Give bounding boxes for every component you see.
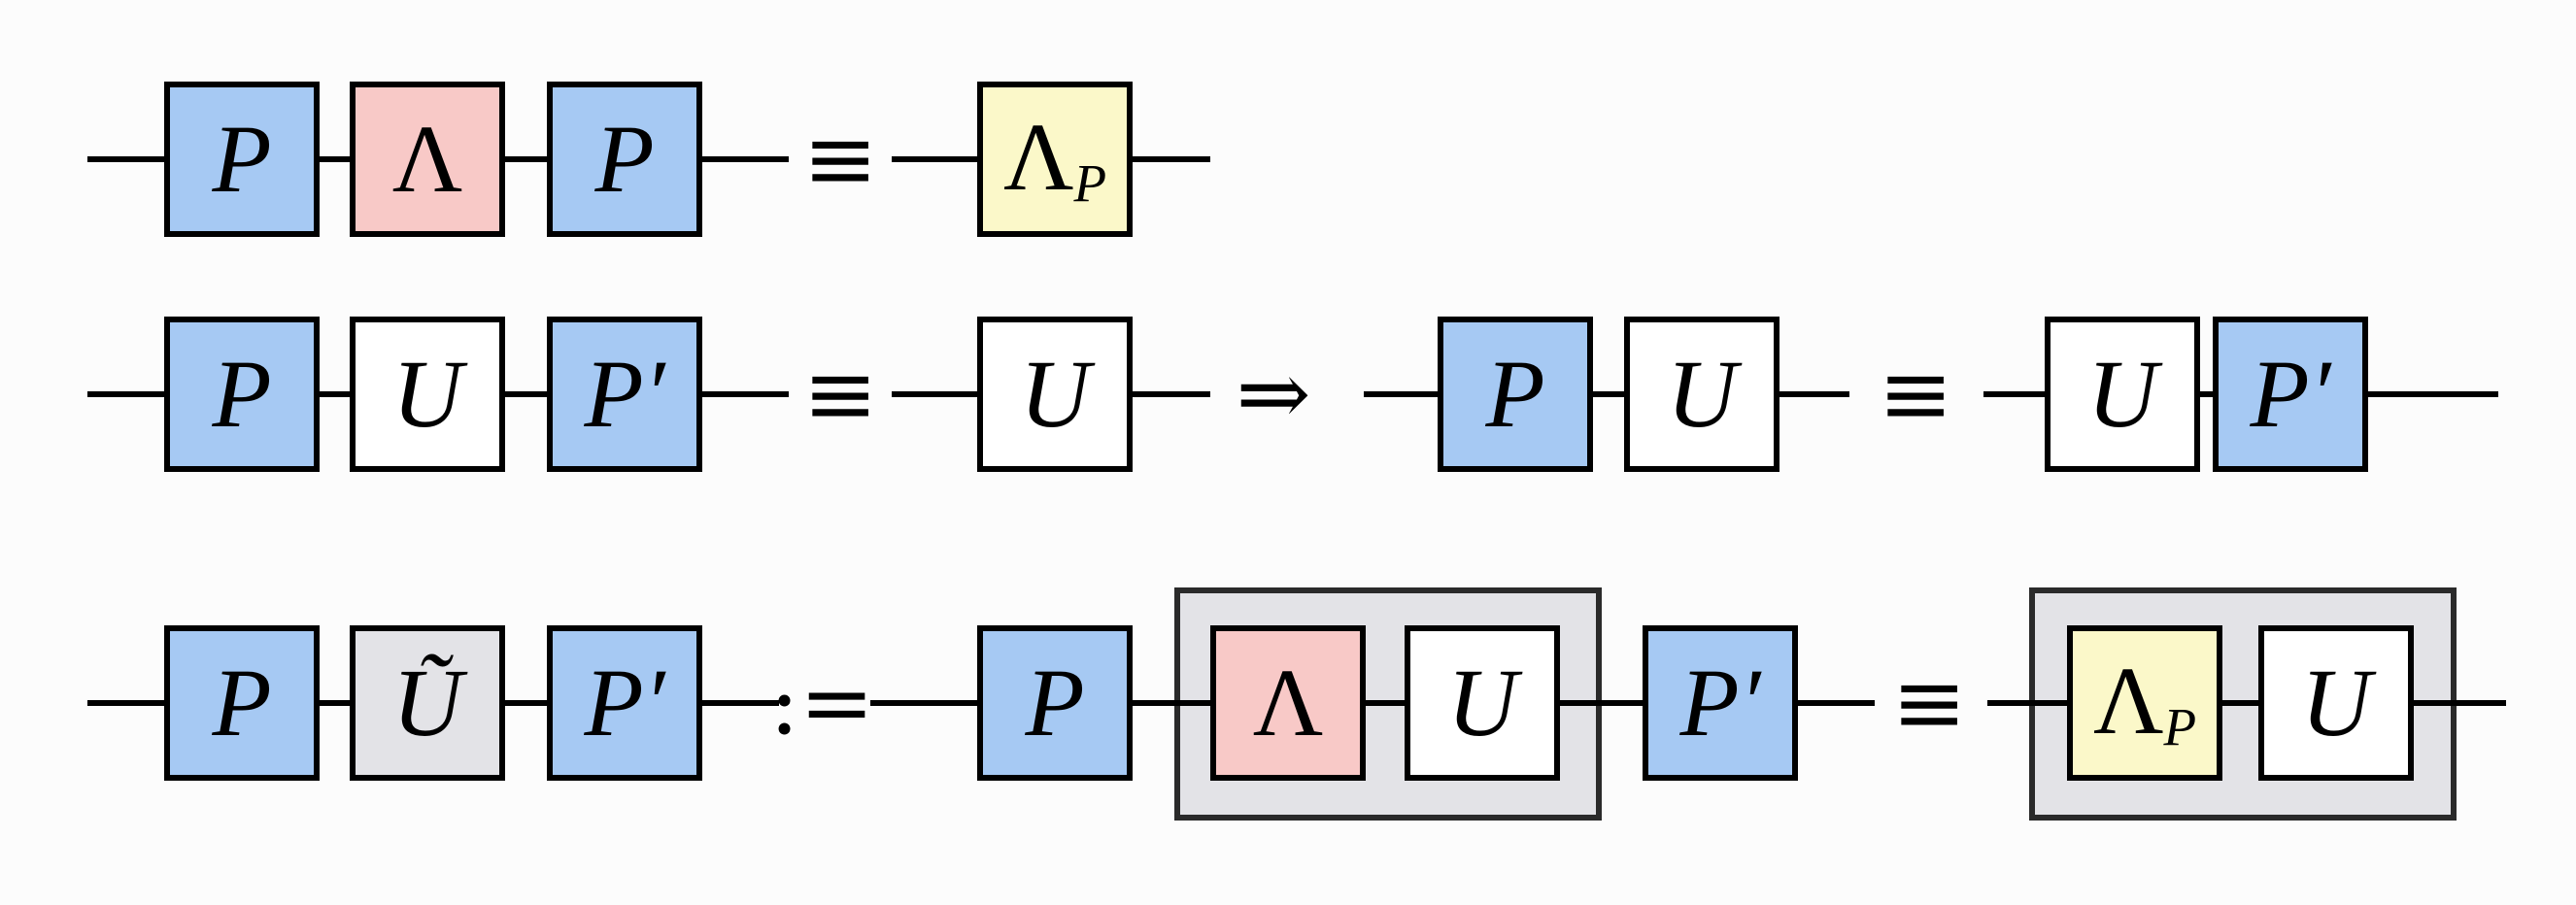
gate-twirled-lambda-p: ΛP (977, 82, 1133, 237)
gate-pauli-p: P (164, 625, 320, 781)
gate-pauli-p-prime: P′ (547, 317, 702, 472)
gate-pauli-p: P (547, 82, 702, 237)
gate-label: U (1446, 649, 1518, 756)
gate-noise-lambda: Λ (1210, 625, 1366, 781)
gate-label: ΛP (1003, 108, 1107, 214)
wire-segment (1987, 700, 2506, 706)
gate-unitary-u: U (2045, 317, 2200, 472)
gate-pauli-p: P (164, 317, 320, 472)
defined-as-symbol: := (768, 651, 875, 754)
gate-pauli-p: P (977, 625, 1133, 781)
wire-segment (870, 700, 1875, 706)
gate-label: U (2086, 340, 2158, 448)
gate-label: U (1666, 340, 1738, 448)
gate-label-base: Λ (1002, 102, 1074, 211)
gate-label: U (1019, 340, 1091, 448)
gate-label: Λ (1252, 649, 1324, 756)
gate-label-subscript: P (2163, 697, 2197, 757)
gate-pauli-p: P (1438, 317, 1593, 472)
gate-unitary-u: U (350, 317, 505, 472)
gate-label: U (2300, 649, 2372, 756)
gate-unitary-u: U (1624, 317, 1779, 472)
gate-pauli-p-prime: P′ (547, 625, 702, 781)
gate-label: P (212, 649, 272, 756)
gate-label-subscript: P (1073, 153, 1107, 214)
wire-segment (1364, 391, 1849, 397)
gate-label: P (1025, 649, 1085, 756)
gate-unitary-u: U (2258, 625, 2414, 781)
gate-label: ΛP (2093, 652, 2197, 757)
gate-pauli-p-prime: P′ (1643, 625, 1798, 781)
equivalence-symbol: ≡ (1891, 651, 1967, 754)
gate-label: P′ (2250, 340, 2331, 448)
gate-noise-lambda: Λ (350, 82, 505, 237)
gate-pauli-p: P (164, 82, 320, 237)
equivalence-symbol: ≡ (802, 342, 878, 446)
gate-label: P (212, 340, 272, 448)
gate-label: Ũ (391, 649, 463, 756)
gate-noisy-unitary-u-tilde: Ũ (350, 625, 505, 781)
gate-unitary-u: U (977, 317, 1133, 472)
implies-arrow-symbol: ⇒ (1236, 342, 1311, 446)
gate-pauli-p-prime: P′ (2213, 317, 2368, 472)
gate-label: P′ (584, 340, 665, 448)
gate-label-base: Λ (2092, 646, 2164, 754)
gate-label: P′ (1679, 649, 1761, 756)
gate-label: P (594, 105, 655, 213)
equivalence-symbol: ≡ (1878, 342, 1953, 446)
gate-label: U (391, 340, 463, 448)
gate-unitary-u: U (1405, 625, 1560, 781)
equivalence-symbol: ≡ (802, 107, 878, 211)
gate-label: P′ (584, 649, 665, 756)
gate-label: P (212, 105, 272, 213)
gate-label: Λ (391, 105, 463, 213)
gate-twirled-lambda-p: ΛP (2067, 625, 2222, 781)
gate-label: P (1485, 340, 1545, 448)
